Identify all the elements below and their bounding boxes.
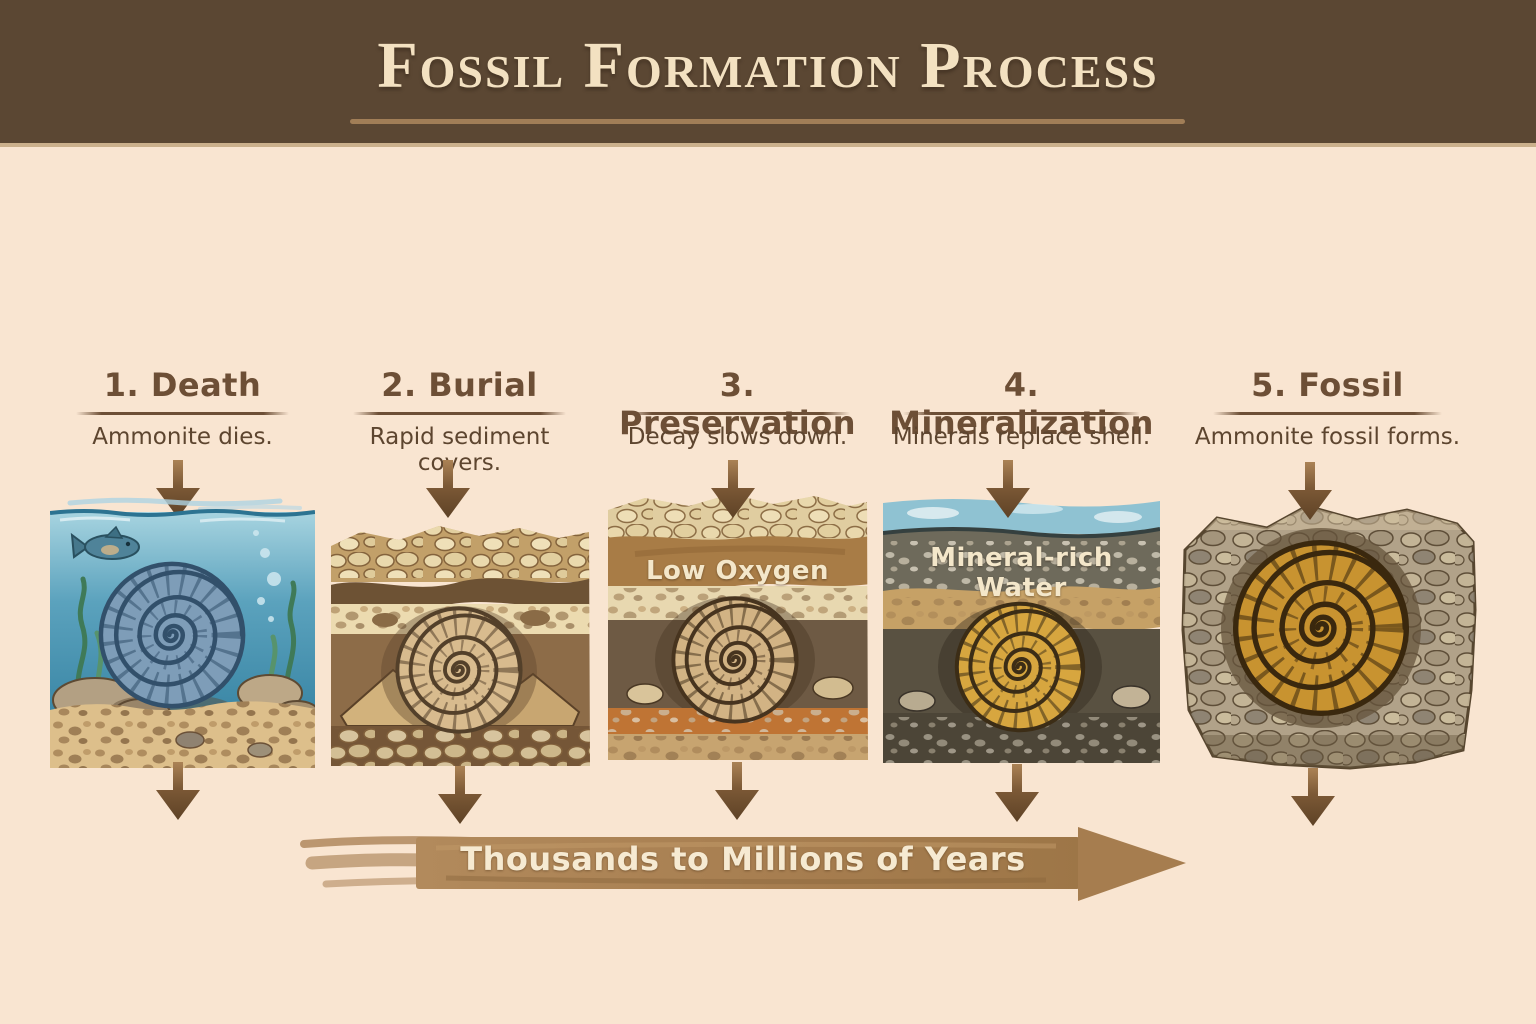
mineral-rich-water-label: Mineral-rich Water — [930, 543, 1113, 603]
step-3-underline — [625, 412, 850, 415]
panel-preservation-illustration — [608, 494, 868, 760]
step-2-subtitle: Rapid sediment covers. — [369, 424, 550, 476]
step-4-heading: 4. Mineralization — [889, 366, 1154, 442]
arrow-down-icon — [1288, 462, 1332, 520]
water-band — [883, 499, 1160, 535]
arrow-down-icon — [426, 460, 470, 518]
fish-icon — [70, 525, 140, 560]
title-underline — [350, 119, 1185, 124]
header-banner: Fossil Formation Process — [0, 0, 1536, 147]
step-3-heading: 3. Preservation — [619, 366, 856, 442]
ammonite-icon — [100, 563, 244, 707]
step-5-subtitle: Ammonite fossil forms. — [1194, 424, 1461, 450]
arrow-down-icon — [986, 460, 1030, 518]
arrow-down-icon — [438, 766, 482, 824]
panel-mineralization-illustration — [883, 499, 1160, 763]
step-5-underline — [1213, 412, 1442, 415]
step-1-underline — [76, 412, 289, 415]
timeline-label: Thousands to Millions of Years — [460, 840, 1026, 878]
arrow-down-icon — [1291, 768, 1335, 826]
timeline-arrow-icon — [300, 827, 1186, 901]
step-1-heading: 1. Death — [103, 366, 262, 404]
panel-death-illustration — [50, 497, 315, 768]
arrow-down-icon — [711, 460, 755, 518]
sky-streak — [67, 497, 283, 507]
panel-fossil-illustration — [1181, 504, 1477, 770]
ammonite-icon — [673, 598, 797, 722]
bubbles — [253, 530, 281, 622]
step-1-subtitle: Ammonite dies. — [92, 424, 273, 450]
step-2-heading: 2. Burial — [381, 366, 538, 404]
step-5-heading: 5. Fossil — [1251, 366, 1404, 404]
arrow-down-icon — [995, 764, 1039, 822]
ammonite-icon — [397, 608, 521, 732]
step-4-underline — [903, 412, 1140, 415]
step-3-subtitle: Decay slows down. — [627, 424, 848, 450]
page-title: Fossil Formation Process — [377, 29, 1159, 102]
panel-burial-illustration — [331, 526, 590, 766]
arrow-down-icon — [156, 762, 200, 820]
step-2-underline — [353, 412, 566, 415]
arrow-down-icon — [715, 762, 759, 820]
ammonite-icon — [1235, 542, 1407, 714]
low-oxygen-label: Low Oxygen — [645, 556, 830, 586]
step-4-subtitle: Minerals replace shell. — [892, 424, 1151, 450]
ammonite-icon — [956, 603, 1084, 731]
